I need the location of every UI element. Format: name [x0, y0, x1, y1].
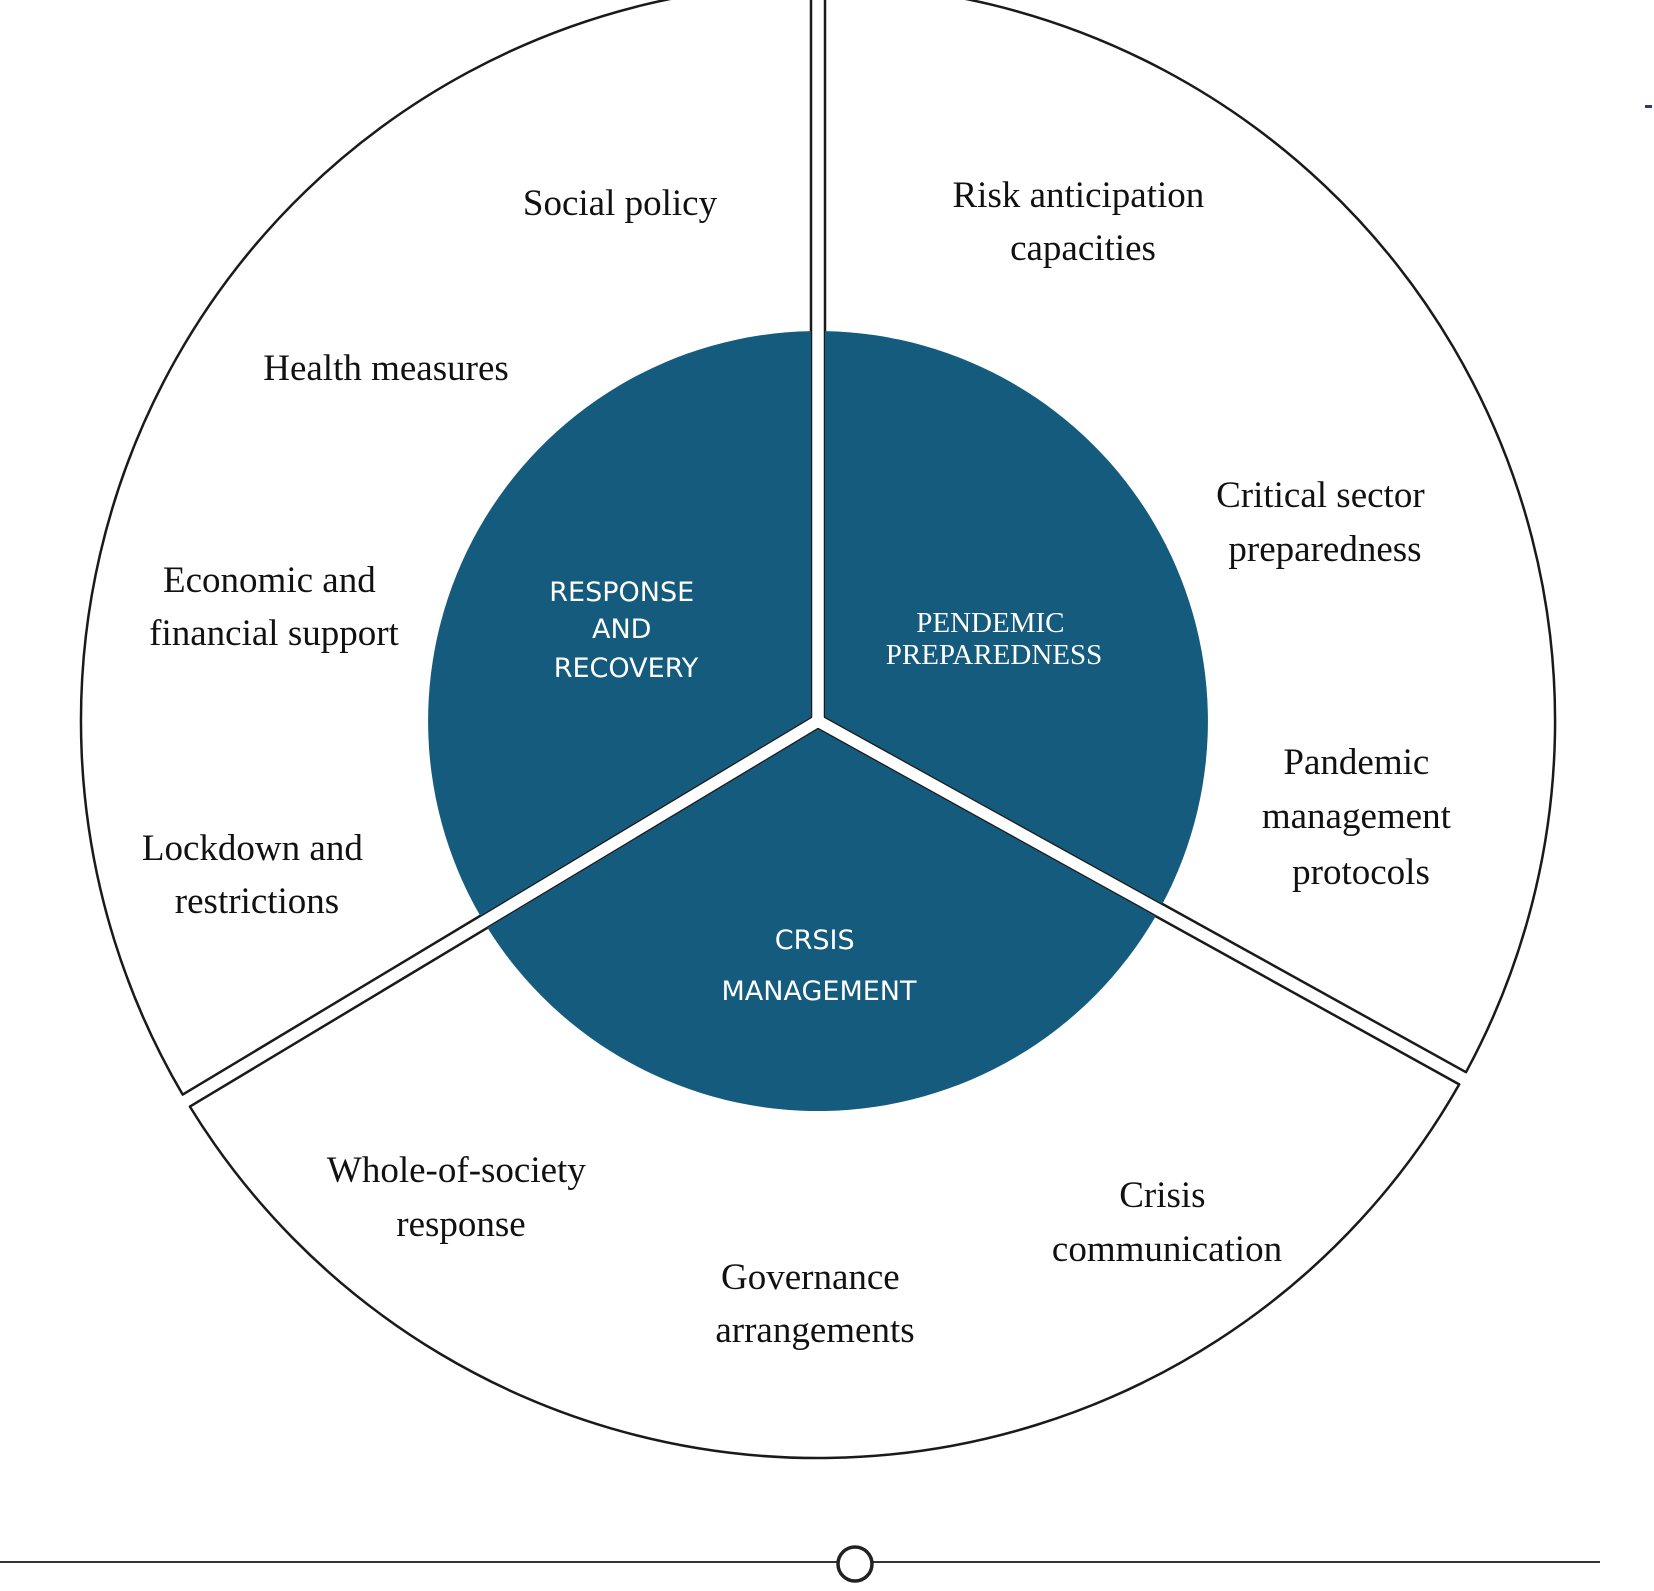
- item-economic-and-financial-support: Economic and financial support: [149, 560, 399, 654]
- item-label-line: preparedness: [1228, 529, 1421, 570]
- item-label-line: communication: [1052, 1229, 1282, 1270]
- item-label-line: restrictions: [175, 881, 339, 922]
- item-whole-of-society-response: Whole-of-society response: [327, 1150, 595, 1245]
- core-segment-pandemic-preparedness: [825, 331, 1208, 904]
- core-segment-crisis-management: [487, 729, 1156, 1112]
- item-label-line: Crisis: [1119, 1175, 1205, 1216]
- core-label-response-and-recovery: RESPONSE AND RECOVERY: [549, 577, 702, 684]
- item-risk-anticipation-capacities: Risk anticipation capacities: [952, 175, 1213, 269]
- item-label-line: Economic and: [163, 560, 376, 601]
- core-label-line: PREPAREDNESS: [886, 639, 1103, 671]
- item-lockdown-and-restrictions: Lockdown and restrictions: [142, 828, 372, 922]
- core-segment-response-and-recovery: [428, 331, 811, 916]
- slider-knob[interactable]: [836, 1545, 874, 1583]
- item-label-line: Pandemic: [1283, 742, 1429, 783]
- item-label-line: arrangements: [715, 1310, 914, 1351]
- item-social-policy: Social policy: [523, 183, 718, 224]
- item-label-line: financial support: [149, 613, 399, 654]
- item-pandemic-management-protocols: Pandemic management protocols: [1262, 742, 1460, 893]
- core-label-line: AND: [592, 614, 651, 645]
- core-label-line: RESPONSE: [549, 577, 694, 608]
- item-label-line: response: [396, 1204, 525, 1245]
- item-label-line: Whole-of-society: [327, 1150, 586, 1191]
- item-governance-arrangements: Governance arrangements: [715, 1257, 914, 1351]
- item-label-line: Governance: [721, 1257, 900, 1298]
- core-label-crisis-management: CRSIS MANAGEMENT: [722, 925, 917, 1007]
- item-label-line: capacities: [1010, 228, 1156, 269]
- item-health-measures: Health measures: [263, 348, 509, 389]
- item-label-line: Social policy: [523, 183, 718, 224]
- item-critical-sector-preparedness: Critical sector preparedness: [1216, 475, 1434, 570]
- item-label-line: Critical sector: [1216, 475, 1425, 516]
- item-label-line: protocols: [1292, 852, 1430, 893]
- item-label-line: management: [1262, 796, 1452, 837]
- core-label-line: MANAGEMENT: [722, 976, 917, 1007]
- core-label-line: RECOVERY: [554, 653, 699, 684]
- edge-mark: [1645, 105, 1652, 108]
- item-label-line: Risk anticipation: [952, 175, 1204, 216]
- core-label-line: CRSIS: [775, 925, 855, 956]
- item-crisis-communication: Crisis communication: [1052, 1175, 1282, 1270]
- item-label-line: Lockdown and: [142, 828, 363, 869]
- core-label-pandemic-preparedness: PENDEMIC PREPAREDNESS: [886, 607, 1103, 671]
- item-label-line: Health measures: [263, 348, 509, 389]
- core-label-line: PENDEMIC: [916, 607, 1064, 639]
